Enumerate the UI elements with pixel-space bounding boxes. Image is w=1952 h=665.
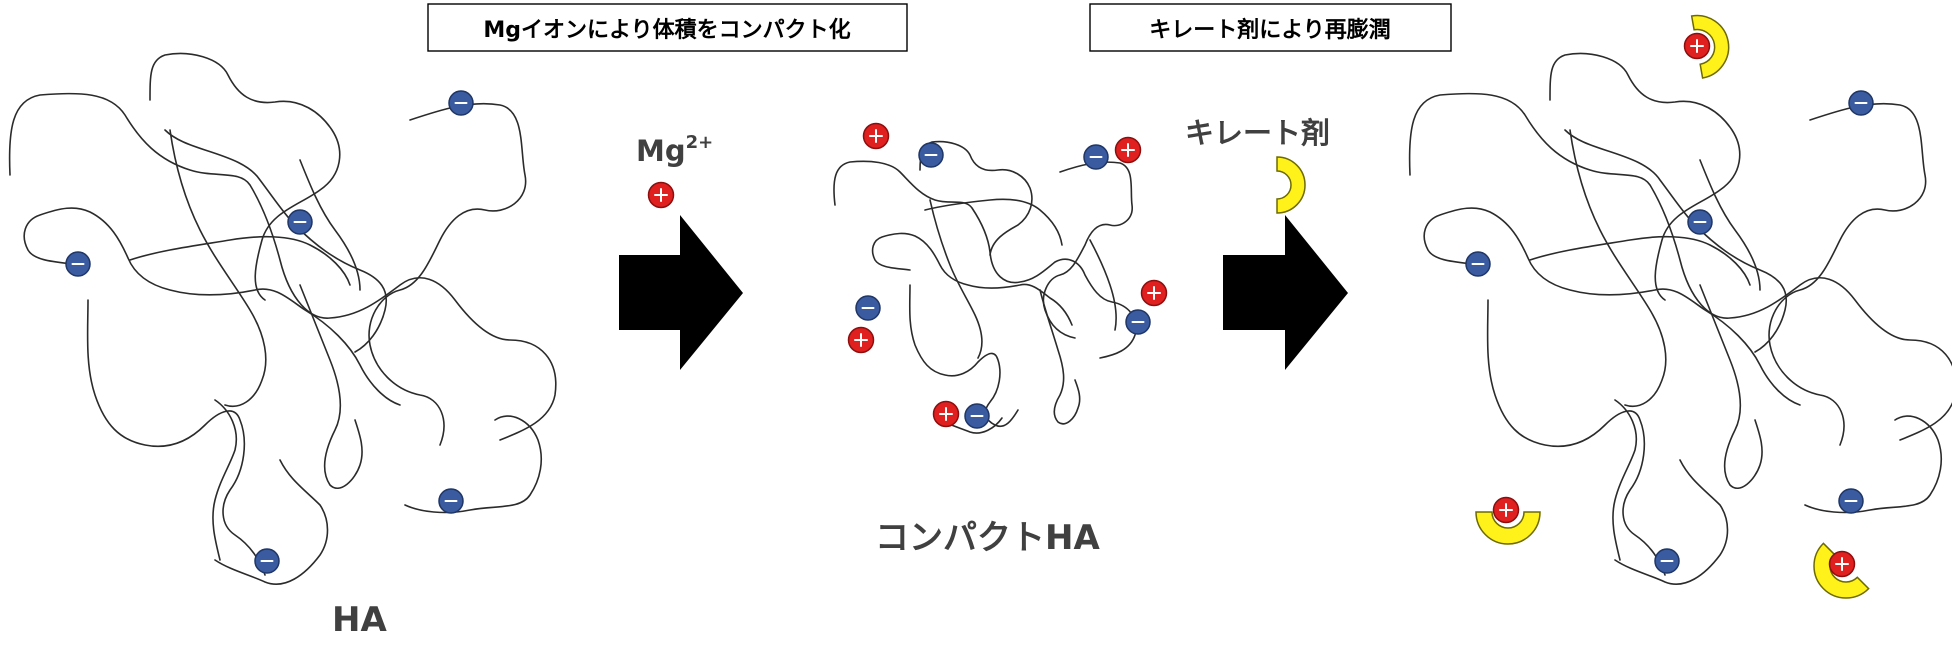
process-arrow-2 bbox=[1223, 215, 1348, 370]
positive-charge-icon bbox=[647, 181, 675, 209]
negative-charge-icon bbox=[1848, 90, 1874, 116]
process-arrow-1 bbox=[619, 215, 743, 370]
negative-charge-icon bbox=[855, 295, 881, 321]
mg-label-charge: 2+ bbox=[686, 132, 714, 153]
positive-charge-icon bbox=[847, 326, 875, 354]
mg-ion-label: Mg2+ bbox=[636, 132, 713, 209]
ha-polymer-strands bbox=[8, 52, 557, 585]
reswollen-ha-panel bbox=[1408, 14, 1952, 599]
negative-charge-icon bbox=[964, 403, 990, 429]
compact-ha-label: コンパクトHA bbox=[875, 518, 1100, 558]
step1-header-text: Mgイオンにより体積をコンパクト化 bbox=[483, 17, 850, 43]
negative-charge-icon bbox=[1465, 251, 1491, 277]
chelator-label: キレート剤 bbox=[1185, 116, 1330, 150]
mg-label-base: Mg bbox=[636, 134, 686, 168]
positive-charge-icon bbox=[1492, 496, 1520, 524]
positive-charge-icon bbox=[862, 122, 890, 150]
negative-charge-icon bbox=[918, 142, 944, 168]
positive-charge-icon bbox=[932, 400, 960, 428]
negative-charge-icon bbox=[1654, 548, 1680, 574]
negative-charge-icon bbox=[1838, 488, 1864, 514]
negative-charge-icon bbox=[1687, 209, 1713, 235]
step2-header-box: キレート剤により再膨潤 bbox=[1089, 3, 1452, 52]
positive-charge-icon bbox=[1683, 32, 1711, 60]
svg-text:Mg2+: Mg2+ bbox=[636, 132, 713, 168]
ha-network-panel: HA bbox=[8, 52, 557, 640]
positive-charge-icon bbox=[1828, 550, 1856, 578]
negative-charge-icon bbox=[65, 251, 91, 277]
step1-header-box: Mgイオンにより体積をコンパクト化 bbox=[427, 3, 908, 52]
negative-charge-icon bbox=[287, 209, 313, 235]
negative-charge-icon bbox=[1125, 309, 1151, 335]
negative-charge-icon bbox=[448, 90, 474, 116]
negative-charge-icon bbox=[254, 548, 280, 574]
compact-ha-polymer-strands bbox=[833, 140, 1137, 434]
chelated-mg-complex bbox=[1475, 496, 1541, 545]
chelator-label-group: キレート剤 bbox=[1185, 116, 1330, 214]
reswollen-ha-polymer-strands bbox=[1408, 52, 1952, 585]
positive-charge-icon bbox=[1114, 136, 1142, 164]
step2-header-text: キレート剤により再膨潤 bbox=[1149, 17, 1391, 43]
negative-charge-icon bbox=[438, 488, 464, 514]
chelated-mg-complex bbox=[1683, 14, 1730, 79]
chelator-icon bbox=[1276, 156, 1306, 214]
negative-charge-icon bbox=[1083, 144, 1109, 170]
chelated-mg-complex bbox=[1813, 542, 1870, 599]
ha-label: HA bbox=[332, 600, 387, 640]
compact-ha-panel: コンパクトHA bbox=[833, 122, 1168, 558]
positive-charge-icon bbox=[1140, 279, 1168, 307]
